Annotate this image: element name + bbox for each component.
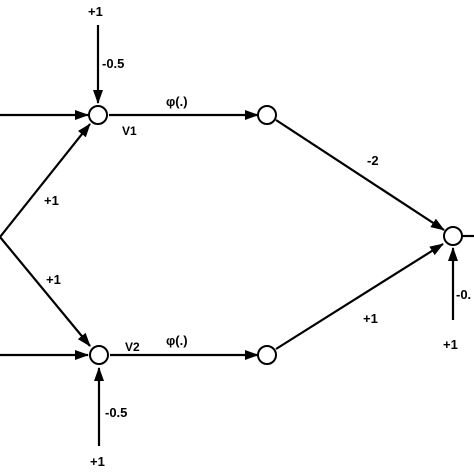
- label-w-h1-out: -2: [367, 153, 379, 168]
- edge-h1-out: [275, 119, 445, 231]
- edge-h2-out: [275, 243, 444, 350]
- node-h2: [257, 345, 277, 365]
- label-node-v2: V2: [125, 340, 140, 354]
- label-bias-v2: +1: [90, 454, 105, 469]
- edge-x2-v1: [0, 123, 91, 238]
- label-bias-top-v1: +1: [88, 4, 103, 19]
- edge-x2-v2: [0, 236, 91, 347]
- label-w-x2-v2: +1: [46, 272, 61, 287]
- label-activation-1: φ(.): [166, 94, 188, 109]
- label-w-x2-v1: +1: [44, 193, 59, 208]
- label-bias-v2-weight: -0.5: [105, 405, 127, 420]
- node-v1: [88, 105, 108, 125]
- label-bias-top-v1-weight: -0.5: [102, 56, 124, 71]
- label-activation-2: φ(.): [166, 333, 188, 348]
- node-h1: [257, 105, 277, 125]
- node-v2: [89, 345, 109, 365]
- label-bias-out-weight: -0.: [456, 287, 471, 302]
- label-bias-out: +1: [443, 337, 458, 352]
- label-w-h2-out: +1: [363, 311, 378, 326]
- label-node-v1: V1: [122, 124, 137, 138]
- node-out: [443, 226, 463, 246]
